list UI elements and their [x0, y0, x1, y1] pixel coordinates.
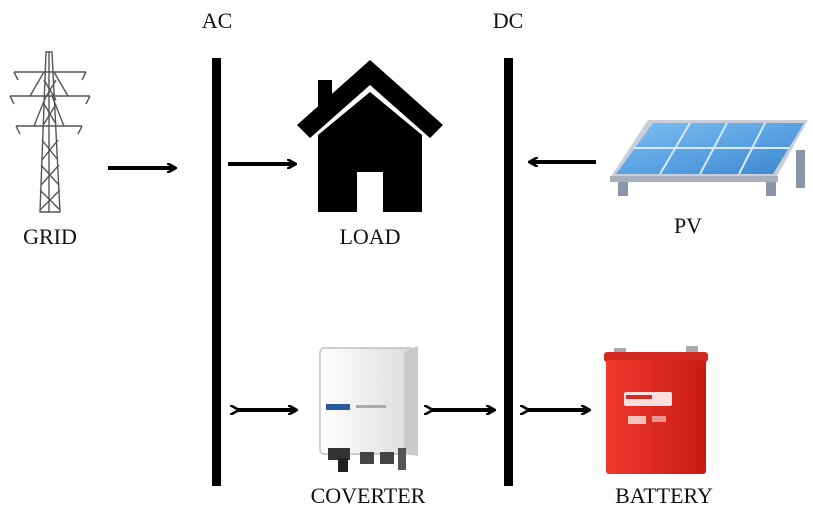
battery-label: BATTERY	[615, 483, 713, 508]
transmission-tower-icon	[9, 51, 91, 213]
dc-bus-line	[504, 58, 513, 486]
ac-bus-line	[212, 58, 221, 486]
house-icon	[297, 60, 443, 212]
solar-panel-icon	[610, 120, 808, 196]
grid-label: GRID	[23, 224, 77, 249]
load-label: LOAD	[339, 224, 400, 249]
ac-bus-label: AC	[202, 8, 233, 33]
converter-label: COVERTER	[311, 483, 426, 508]
dc-bus-label: DC	[493, 8, 524, 33]
battery-icon	[604, 346, 708, 474]
inverter-icon	[319, 346, 418, 472]
pv-label: PV	[674, 213, 702, 238]
